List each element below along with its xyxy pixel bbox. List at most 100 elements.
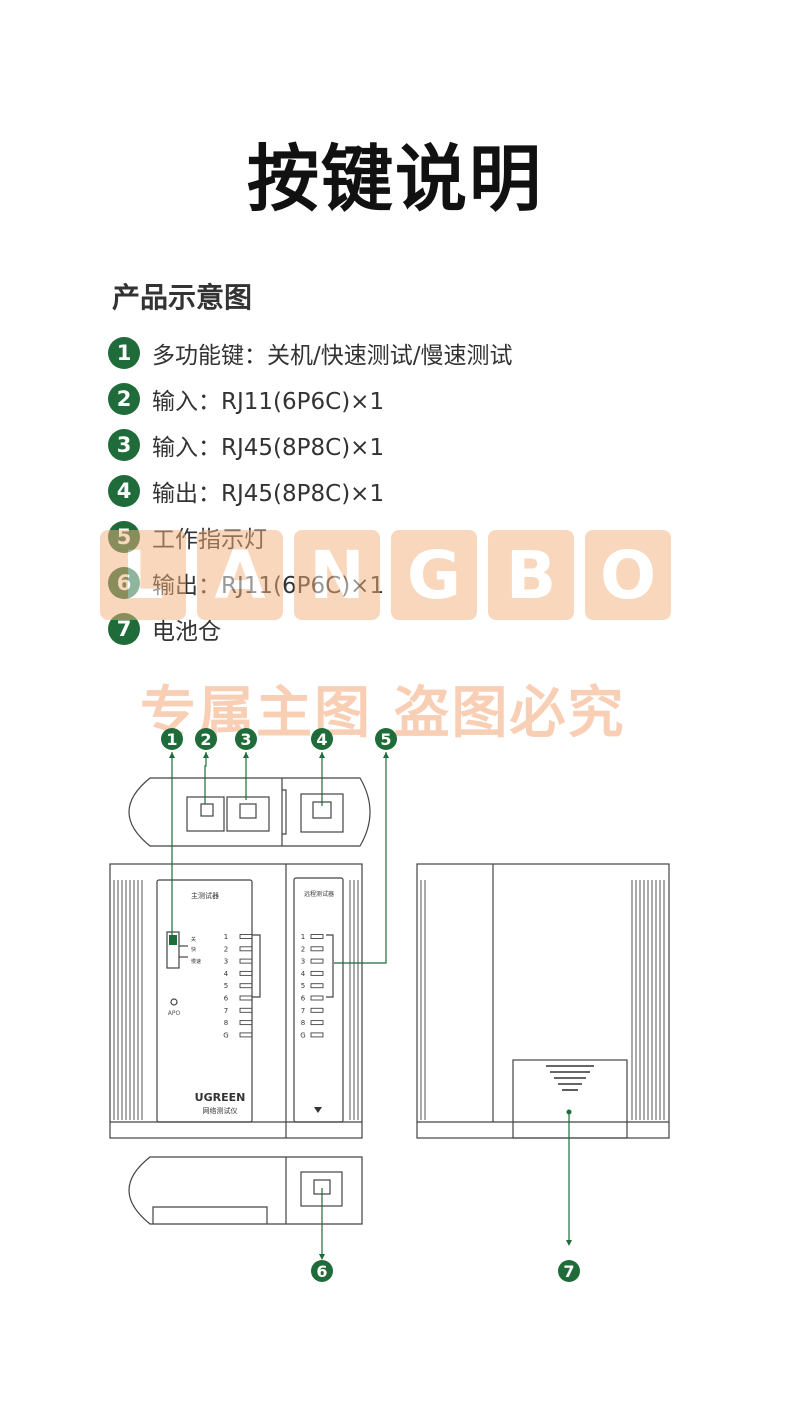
item-text: 多功能键：关机/快速测试/慢速测试 (152, 343, 513, 369)
callout-number: 6 (316, 1262, 327, 1281)
led-label: 5 (224, 982, 228, 990)
switch-label-off: 关 (191, 936, 196, 943)
vent-grille (113, 880, 665, 1120)
led-label: G (300, 1031, 305, 1039)
callout-dot (566, 1109, 572, 1115)
led-label: 2 (301, 945, 305, 953)
arrowhead-icon (383, 752, 389, 758)
page-title: 按键说明 (246, 137, 543, 221)
led-label: 8 (224, 1019, 228, 1027)
bottom-view-outline (128, 1156, 363, 1225)
led-label: 6 (224, 995, 229, 1003)
led-label: 3 (301, 958, 305, 966)
section-subtitle: 产品示意图 (112, 281, 253, 314)
arrow-down-icon (314, 1107, 322, 1113)
led-indicator (239, 946, 253, 952)
front-view-outline (109, 863, 363, 1139)
led-indicator (310, 1032, 324, 1038)
switch-label-fast: 快 (191, 946, 196, 953)
callout-badge (375, 728, 397, 750)
rj11-port-inner (200, 803, 214, 817)
back-view-outline (416, 863, 670, 1139)
arrowhead-icon (319, 752, 325, 758)
callout-badge (311, 1260, 333, 1282)
led-indicator (239, 934, 253, 939)
number-badge-3: 3 (108, 429, 140, 461)
led-label: 4 (224, 970, 229, 978)
arrowhead-icon (203, 752, 209, 758)
led-label: 6 (301, 995, 306, 1003)
switch-knob (169, 935, 177, 945)
battery-compartment (512, 1059, 628, 1139)
battery-vent-icon (546, 1065, 594, 1091)
led-indicator (239, 1020, 253, 1026)
main-tester-panel (156, 879, 253, 1123)
number-badge-4: 4 (108, 475, 140, 507)
led-label: 7 (301, 1007, 305, 1015)
led-label: 8 (301, 1019, 305, 1027)
led-indicator (239, 958, 253, 964)
led-label: 7 (224, 1007, 228, 1015)
rj45-input-port (226, 796, 270, 832)
bottom-slot (152, 1206, 268, 1224)
led-bracket-main (252, 934, 261, 998)
rj45-input-inner (239, 803, 257, 819)
led-label: 3 (224, 958, 228, 966)
led-indicator (239, 1007, 253, 1013)
callout-line (204, 752, 207, 804)
led-label: 1 (224, 933, 228, 941)
item-text: 电池仓 (152, 619, 221, 645)
led-label: 4 (301, 970, 306, 978)
callout-line (334, 752, 387, 964)
callout-number: 5 (380, 730, 391, 749)
callout-badge (311, 728, 333, 750)
list-item: 1 多功能键：关机/快速测试/慢速测试 (108, 330, 513, 376)
brand-subtitle: 网络测试仪 (203, 1106, 238, 1115)
callout-number: 1 (166, 730, 177, 749)
callout-lines (169, 752, 572, 1260)
led-indicator (239, 983, 253, 989)
arrowhead-icon (566, 1240, 572, 1246)
led-label: 2 (224, 945, 228, 953)
top-view-notch (282, 789, 287, 835)
led-indicator (239, 995, 253, 1001)
top-view-outline (128, 777, 371, 847)
list-item: 3 输入：RJ45(8P8C)×1 (108, 422, 513, 468)
led-indicator (310, 995, 324, 1001)
remote-tester-panel (293, 877, 344, 1123)
item-text: 输出：RJ45(8P8C)×1 (152, 481, 385, 507)
brand-logo: UGREEN (195, 1091, 246, 1104)
item-text: 输入：RJ45(8P8C)×1 (152, 435, 385, 461)
main-tester-label: 主测试器 (191, 891, 219, 900)
led-indicator (310, 934, 324, 939)
led-indicator (310, 983, 324, 989)
remote-tester-label: 远程测试器 (304, 890, 334, 898)
led-label: 1 (301, 933, 305, 941)
callout-number: 3 (240, 730, 251, 749)
callout-badge (161, 728, 183, 750)
led-indicator (310, 958, 324, 964)
number-badge-2: 2 (108, 383, 140, 415)
switch-label-slow: 慢速 (191, 958, 201, 965)
callout-badge (235, 728, 257, 750)
led-indicator (239, 1032, 253, 1038)
apo-label: APO (168, 1010, 181, 1017)
arrowhead-icon (169, 752, 175, 758)
callout-number: 2 (200, 730, 211, 749)
apo-indicator (170, 998, 178, 1006)
led-label: 5 (301, 982, 305, 990)
led-indicator (310, 1020, 324, 1026)
led-indicator (239, 970, 253, 976)
list-item: 4 输出：RJ45(8P8C)×1 (108, 468, 513, 514)
led-indicator (310, 946, 324, 952)
callout-badge (195, 728, 217, 750)
callout-number: 4 (316, 730, 327, 749)
number-badge-1: 1 (108, 337, 140, 369)
item-text: 输入：RJ11(6P6C)×1 (152, 389, 385, 415)
list-item: 2 输入：RJ11(6P6C)×1 (108, 376, 513, 422)
callout-badge (558, 1260, 580, 1282)
arrowhead-icon (243, 752, 249, 758)
arrowhead-icon (319, 1254, 325, 1260)
